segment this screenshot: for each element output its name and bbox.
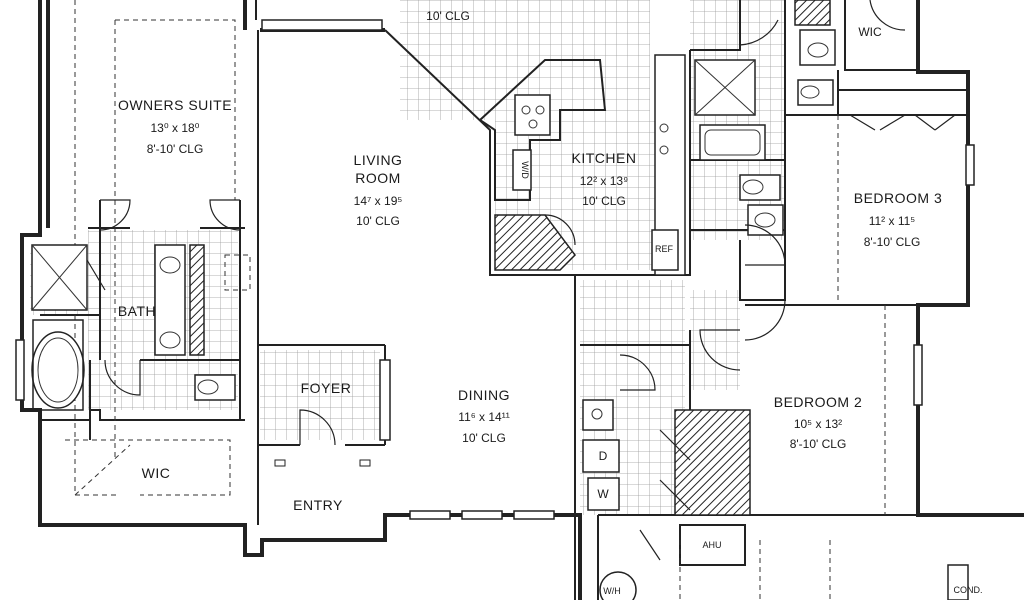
doors [99, 0, 956, 561]
wd-label: W/D [520, 161, 530, 179]
bath-name: BATH [118, 303, 156, 319]
kitchen-size: 12² x 13⁹ [580, 174, 629, 188]
owners-suite-ceiling: 8'-10' CLG [147, 142, 204, 156]
kitchen-name: KITCHEN [572, 150, 637, 166]
ref-label: REF [655, 244, 674, 254]
bedroom-3-ceiling: 8'-10' CLG [864, 235, 921, 249]
windows [15, 19, 975, 520]
owners-suite-name: OWNERS SUITE [118, 97, 232, 113]
foyer-name: FOYER [301, 380, 352, 396]
bedroom-3-size: 11² x 11⁵ [869, 214, 916, 228]
laundry-fixtures [582, 399, 969, 600]
fixture-labels: D W REF W/D AHU W/H COND. [520, 161, 983, 596]
kitchen-ceiling: 10' CLG [582, 194, 626, 208]
wic-bottom-name: WIC [142, 465, 171, 481]
entry-name: ENTRY [293, 497, 343, 513]
room-labels: OWNERS SUITE 13⁰ x 18⁰ 8'-10' CLG LIVING… [118, 9, 942, 513]
ahu-label: AHU [702, 540, 721, 550]
bedroom-2-name: BEDROOM 2 [774, 394, 863, 410]
bedroom-2-ceiling: 8'-10' CLG [790, 437, 847, 451]
dryer-label: D [599, 449, 608, 463]
dashed-lines [65, 0, 886, 600]
water-heater-label: W/H [603, 586, 621, 596]
dining-ceiling: 10' CLG [462, 431, 506, 445]
dining-name: DINING [458, 387, 510, 403]
living-room-name-2: ROOM [355, 170, 401, 186]
kitchen-counters [478, 54, 686, 276]
wic-top-name: WIC [858, 25, 882, 39]
bathroom-fixtures [31, 0, 836, 411]
bedroom-2-size: 10⁵ x 13² [794, 417, 842, 431]
living-room-size: 14⁷ x 19⁵ [354, 194, 403, 208]
owners-suite-size: 13⁰ x 18⁰ [151, 121, 200, 135]
condenser-label: COND. [954, 585, 983, 595]
bedroom-3-name: BEDROOM 3 [854, 190, 943, 206]
living-room-name-1: LIVING [354, 152, 403, 168]
dining-size: 11⁶ x 14¹¹ [458, 410, 509, 424]
washer-label: W [597, 487, 609, 501]
living-room-ceiling: 10' CLG [356, 214, 400, 228]
top-room-ceiling: 10' CLG [426, 9, 470, 23]
